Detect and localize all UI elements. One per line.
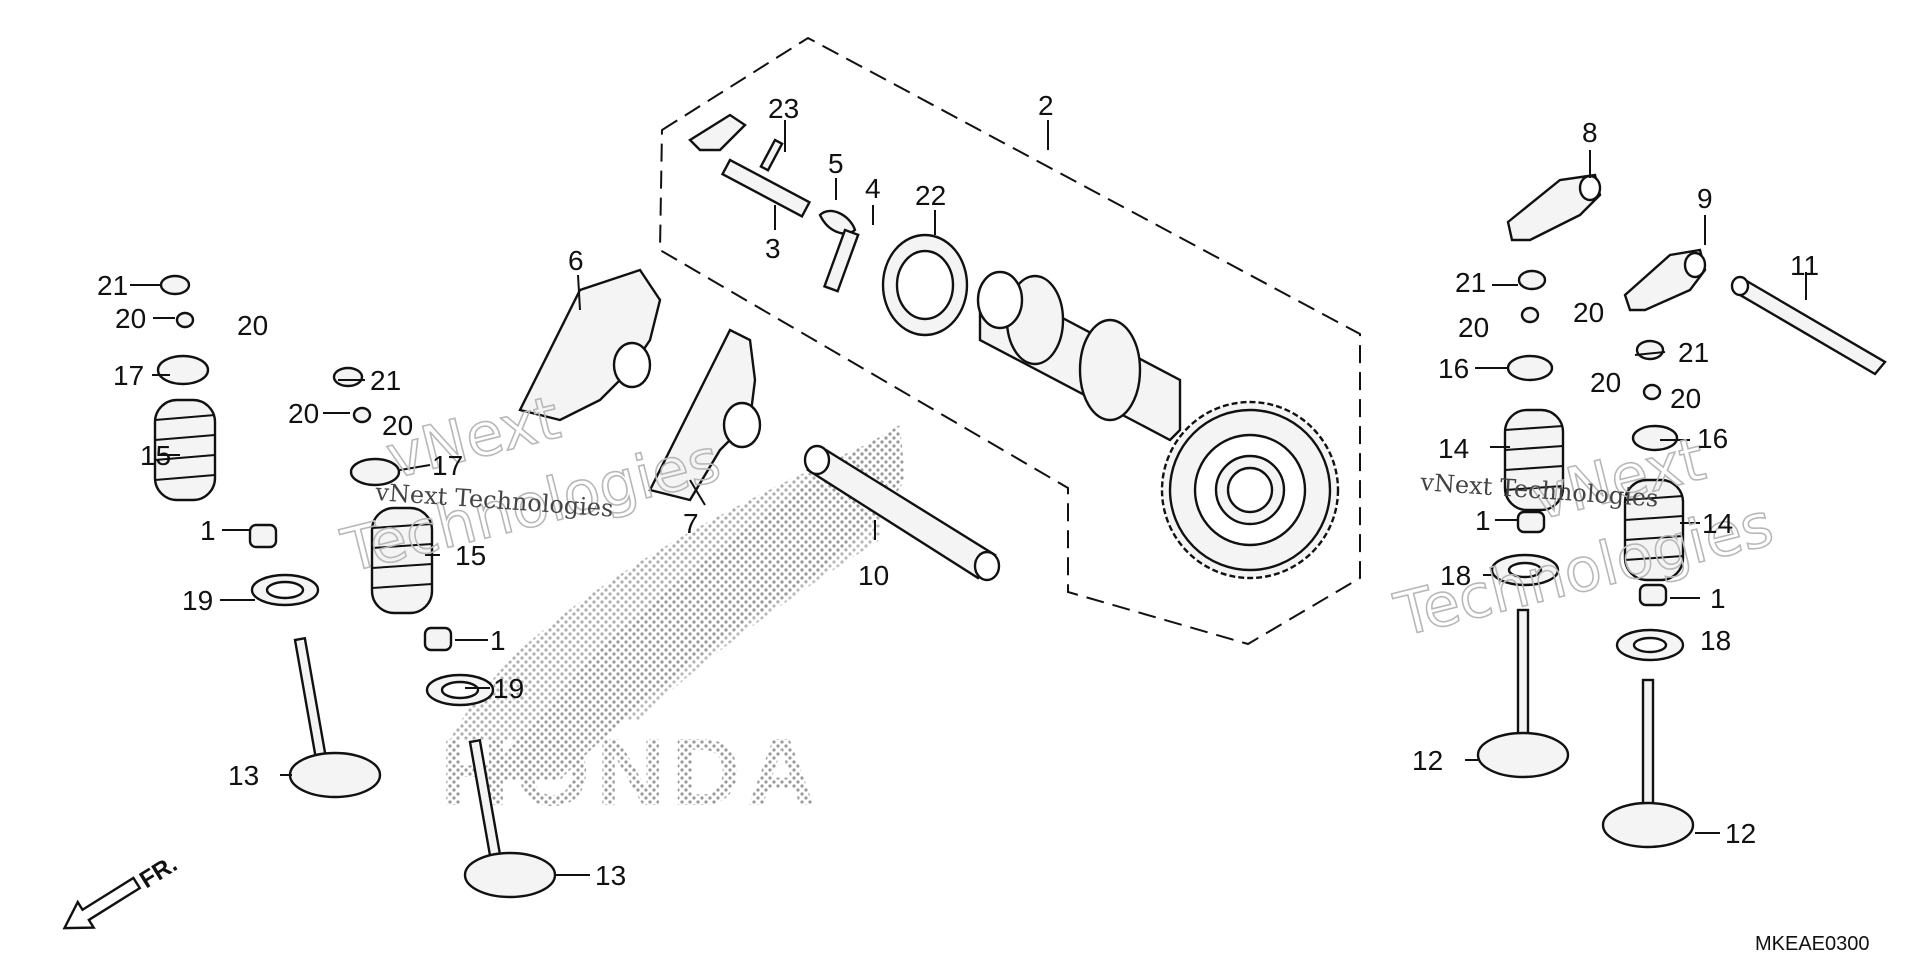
part-label-15: 15 bbox=[140, 440, 171, 471]
part-label-1: 1 bbox=[1475, 505, 1491, 536]
part-label-5: 5 bbox=[828, 148, 844, 179]
rocker-shaft-10 bbox=[803, 444, 1001, 582]
part-label-20: 20 bbox=[1670, 383, 1701, 414]
rocker-arm-9 bbox=[1623, 248, 1707, 312]
decompressor-parts bbox=[688, 113, 860, 293]
front-arrow-icon bbox=[62, 876, 142, 930]
part-label-20: 20 bbox=[1590, 367, 1621, 398]
part-label-7: 7 bbox=[683, 508, 699, 539]
part-label-14: 14 bbox=[1702, 508, 1733, 539]
rocker-arm-7 bbox=[648, 328, 762, 502]
part-label-19: 19 bbox=[182, 585, 213, 616]
part-label-12: 12 bbox=[1412, 745, 1443, 776]
part-label-20: 20 bbox=[1573, 297, 1604, 328]
part-label-2: 2 bbox=[1038, 90, 1054, 121]
part-label-13: 13 bbox=[595, 860, 626, 891]
camshaft-assembly bbox=[881, 233, 1340, 580]
part-label-6: 6 bbox=[568, 245, 584, 276]
rocker-shaft-11 bbox=[1730, 275, 1887, 376]
part-label-16: 16 bbox=[1438, 353, 1469, 384]
part-label-3: 3 bbox=[765, 233, 781, 264]
valve-stack-left-a bbox=[153, 274, 382, 799]
part-label-15: 15 bbox=[455, 540, 486, 571]
assembly-outline bbox=[658, 36, 1361, 646]
part-label-1: 1 bbox=[200, 515, 216, 546]
part-label-11: 11 bbox=[1790, 250, 1819, 281]
rocker-arm-6 bbox=[518, 268, 662, 422]
part-label-20: 20 bbox=[237, 310, 268, 341]
part-label-20: 20 bbox=[382, 410, 413, 441]
diagram-code: MKEAE0300 bbox=[1755, 933, 1870, 955]
part-label-17: 17 bbox=[432, 450, 463, 481]
part-label-13: 13 bbox=[228, 760, 259, 791]
leader-lines bbox=[130, 120, 1807, 876]
part-label-14: 14 bbox=[1438, 433, 1469, 464]
valve-stack-left-b bbox=[332, 366, 557, 899]
part-label-19: 19 bbox=[493, 673, 524, 704]
part-label-21: 21 bbox=[97, 270, 128, 301]
valve-stack-right-a bbox=[1476, 269, 1570, 779]
part-labels: 21 20 20 17 15 1 19 13 21 20 20 17 15 1 … bbox=[97, 90, 1819, 891]
part-label-21: 21 bbox=[1455, 267, 1486, 298]
part-label-4: 4 bbox=[865, 173, 881, 204]
part-label-12: 12 bbox=[1725, 818, 1756, 849]
part-label-8: 8 bbox=[1582, 117, 1598, 148]
rocker-arm-8 bbox=[1506, 173, 1602, 242]
honda-logo-text: HONDA bbox=[440, 719, 822, 826]
part-label-20: 20 bbox=[288, 398, 319, 429]
part-label-22: 22 bbox=[915, 180, 946, 211]
part-label-20: 20 bbox=[115, 303, 146, 334]
part-label-16: 16 bbox=[1697, 423, 1728, 454]
part-label-21: 21 bbox=[370, 365, 401, 396]
honda-wing-logo: HONDA bbox=[440, 425, 905, 826]
part-label-10: 10 bbox=[858, 560, 889, 591]
part-label-1: 1 bbox=[1710, 583, 1726, 614]
part-label-20: 20 bbox=[1458, 312, 1489, 343]
part-label-1: 1 bbox=[490, 625, 506, 656]
part-label-21: 21 bbox=[1678, 337, 1709, 368]
front-direction-indicator: FR. bbox=[62, 851, 182, 930]
part-label-23: 23 bbox=[768, 93, 799, 124]
part-label-18: 18 bbox=[1700, 625, 1731, 656]
part-label-9: 9 bbox=[1697, 183, 1713, 214]
front-indicator-label: FR. bbox=[135, 851, 182, 894]
part-label-18: 18 bbox=[1440, 560, 1471, 591]
part-label-17: 17 bbox=[113, 360, 144, 391]
